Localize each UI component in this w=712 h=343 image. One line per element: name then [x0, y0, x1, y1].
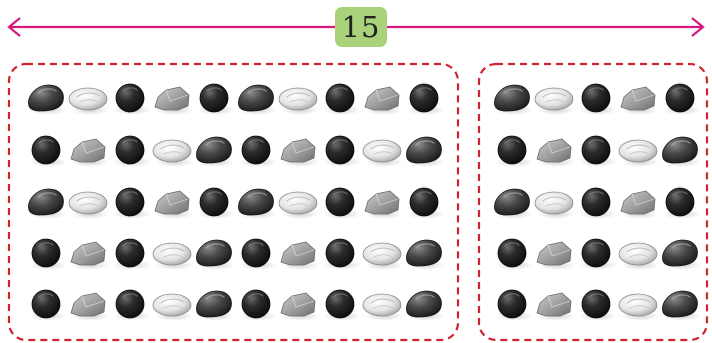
black-round-stone — [663, 84, 701, 115]
black-round-stone — [239, 136, 277, 167]
black-round-stone — [113, 188, 151, 219]
black-round-stone — [239, 239, 277, 270]
gray-rock-stone — [71, 242, 109, 270]
white-oval-stone — [69, 192, 109, 219]
white-oval-stone — [363, 140, 403, 167]
white-oval-stone — [619, 243, 659, 270]
black-round-stone — [323, 239, 361, 270]
black-round-stone — [323, 290, 361, 321]
white-oval-stone — [279, 192, 319, 219]
black-round-stone — [495, 239, 533, 270]
black-round-stone — [407, 84, 445, 115]
dark-oval-stone — [28, 85, 67, 115]
gray-rock-stone — [365, 87, 403, 115]
white-oval-stone — [535, 88, 575, 115]
black-round-stone — [29, 239, 67, 270]
gray-rock-stone — [621, 87, 659, 115]
gray-rock-stone — [537, 242, 575, 270]
dark-oval-stone — [196, 137, 235, 167]
black-round-stone — [323, 188, 361, 219]
dark-oval-stone — [662, 291, 701, 321]
white-oval-stone — [69, 88, 109, 115]
white-oval-stone — [535, 192, 575, 219]
dark-oval-stone — [238, 189, 277, 219]
dark-oval-stone — [494, 189, 533, 219]
dark-oval-stone — [238, 85, 277, 115]
black-round-stone — [663, 188, 701, 219]
dark-oval-stone — [662, 240, 701, 270]
white-oval-stone — [619, 294, 659, 321]
stones-layer — [28, 84, 701, 321]
black-round-stone — [495, 290, 533, 321]
black-round-stone — [323, 136, 361, 167]
count-label-text: 15 — [342, 10, 381, 44]
gray-rock-stone — [365, 191, 403, 219]
dark-oval-stone — [406, 240, 445, 270]
black-round-stone — [29, 136, 67, 167]
count-label: 15 — [335, 7, 387, 47]
white-oval-stone — [279, 88, 319, 115]
gray-rock-stone — [537, 293, 575, 321]
white-oval-stone — [363, 243, 403, 270]
black-round-stone — [579, 84, 617, 115]
dark-oval-stone — [662, 137, 701, 167]
gray-rock-stone — [281, 139, 319, 167]
black-round-stone — [29, 290, 67, 321]
black-round-stone — [197, 84, 235, 115]
white-oval-stone — [153, 243, 193, 270]
black-round-stone — [579, 290, 617, 321]
white-oval-stone — [363, 294, 403, 321]
dark-oval-stone — [196, 291, 235, 321]
gray-rock-stone — [281, 242, 319, 270]
black-round-stone — [113, 290, 151, 321]
white-oval-stone — [153, 294, 193, 321]
gray-rock-stone — [155, 191, 193, 219]
gray-rock-stone — [155, 87, 193, 115]
gray-rock-stone — [621, 191, 659, 219]
dark-oval-stone — [494, 85, 533, 115]
dark-oval-stone — [406, 291, 445, 321]
black-round-stone — [407, 188, 445, 219]
gray-rock-stone — [537, 139, 575, 167]
gray-rock-stone — [71, 139, 109, 167]
black-round-stone — [579, 136, 617, 167]
white-oval-stone — [153, 140, 193, 167]
black-round-stone — [113, 84, 151, 115]
black-round-stone — [579, 239, 617, 270]
black-round-stone — [197, 188, 235, 219]
dark-oval-stone — [406, 137, 445, 167]
dark-oval-stone — [28, 189, 67, 219]
black-round-stone — [113, 239, 151, 270]
black-round-stone — [239, 290, 277, 321]
black-round-stone — [579, 188, 617, 219]
black-round-stone — [323, 84, 361, 115]
gray-rock-stone — [71, 293, 109, 321]
black-round-stone — [495, 136, 533, 167]
white-oval-stone — [619, 140, 659, 167]
dark-oval-stone — [196, 240, 235, 270]
gray-rock-stone — [281, 293, 319, 321]
black-round-stone — [113, 136, 151, 167]
